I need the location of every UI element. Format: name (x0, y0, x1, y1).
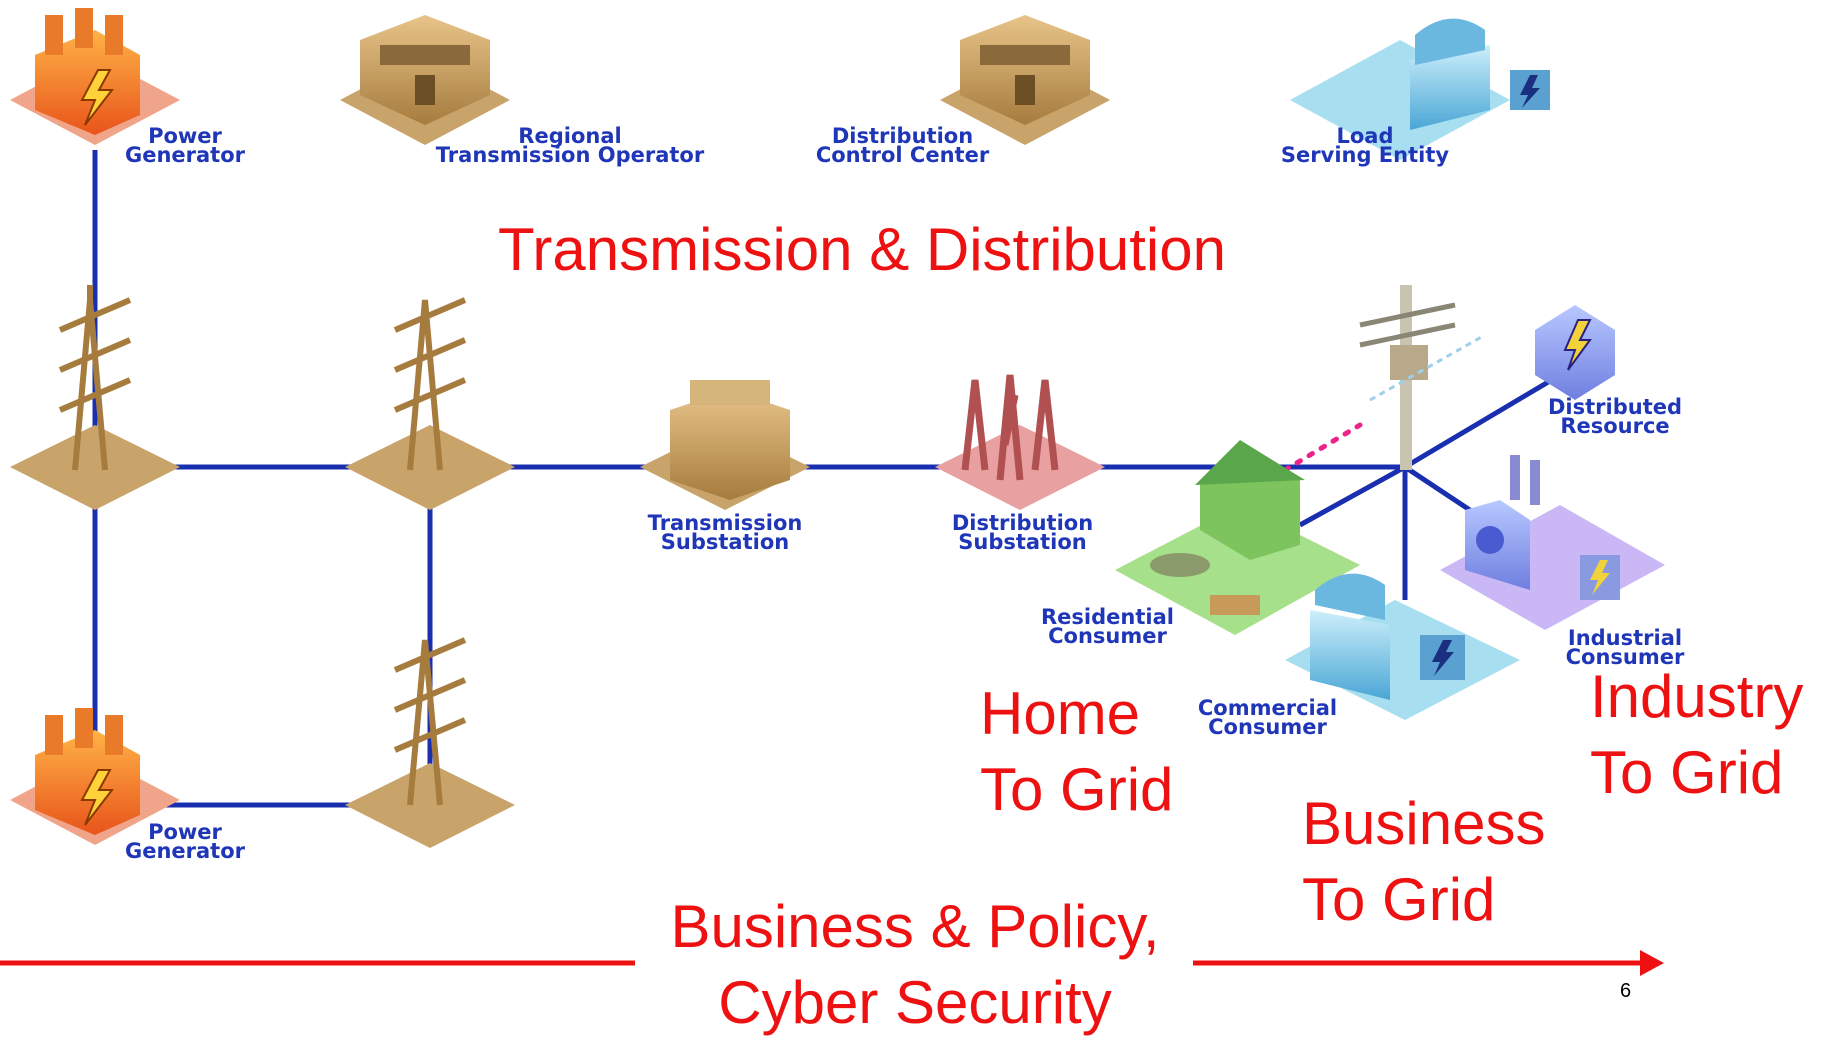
label-commercial-consumer: Commercial Consumer (1197, 696, 1338, 739)
overlay-industry-to-grid: Industry To Grid (1590, 663, 1804, 806)
label-power-generator-top: Power Generator (124, 124, 246, 167)
utility-pole-icon (1359, 285, 1486, 470)
label-power-generator-bottom: Power Generator (124, 820, 246, 863)
power-generator-bottom-icon (10, 708, 180, 845)
distribution-control-center-icon (940, 15, 1110, 145)
label-load-serving-entity: Load Serving Entity (1280, 124, 1450, 167)
transmission-tower-3-icon (345, 637, 515, 848)
label-distribution-control-center: Distribution Control Center (815, 124, 990, 167)
overlay-home-to-grid: Home To Grid (980, 680, 1174, 823)
commercial-consumer-icon (1285, 573, 1520, 720)
overlay-business-to-grid: Business To Grid (1302, 790, 1546, 933)
line-to-distributed-resource (1403, 372, 1562, 470)
transmission-tower-2-icon (345, 297, 515, 510)
label-residential-consumer: Residential Consumer (1041, 605, 1174, 648)
distributed-resource-icon (1535, 305, 1615, 400)
title-transmission-distribution: Transmission & Distribution (498, 216, 1226, 283)
load-serving-entity-icon (1290, 18, 1550, 160)
line-to-residential (1298, 464, 1407, 528)
regional-transmission-operator-icon (340, 15, 510, 145)
power-generator-top-icon (10, 8, 180, 145)
label-distribution-substation: Distribution Substation (951, 511, 1094, 554)
industrial-consumer-icon (1440, 455, 1665, 630)
residential-consumer-icon (1115, 440, 1360, 635)
label-regional-transmission-operator: Regional Transmission Operator (435, 124, 705, 167)
label-distributed-resource: Distributed Resource (1547, 395, 1683, 438)
transmission-substation-icon (640, 380, 810, 510)
label-transmission-substation: Transmission Substation (647, 511, 803, 554)
distribution-substation-icon (935, 374, 1105, 510)
transmission-tower-1-icon (10, 285, 180, 510)
page-number: 6 (1620, 980, 1632, 1002)
label-industrial-consumer: Industrial Consumer (1565, 626, 1685, 669)
policy-arrowhead (1640, 950, 1664, 976)
dotted-link (1282, 422, 1363, 473)
overlay-business-policy: Business & Policy, Cyber Security (670, 893, 1160, 1036)
